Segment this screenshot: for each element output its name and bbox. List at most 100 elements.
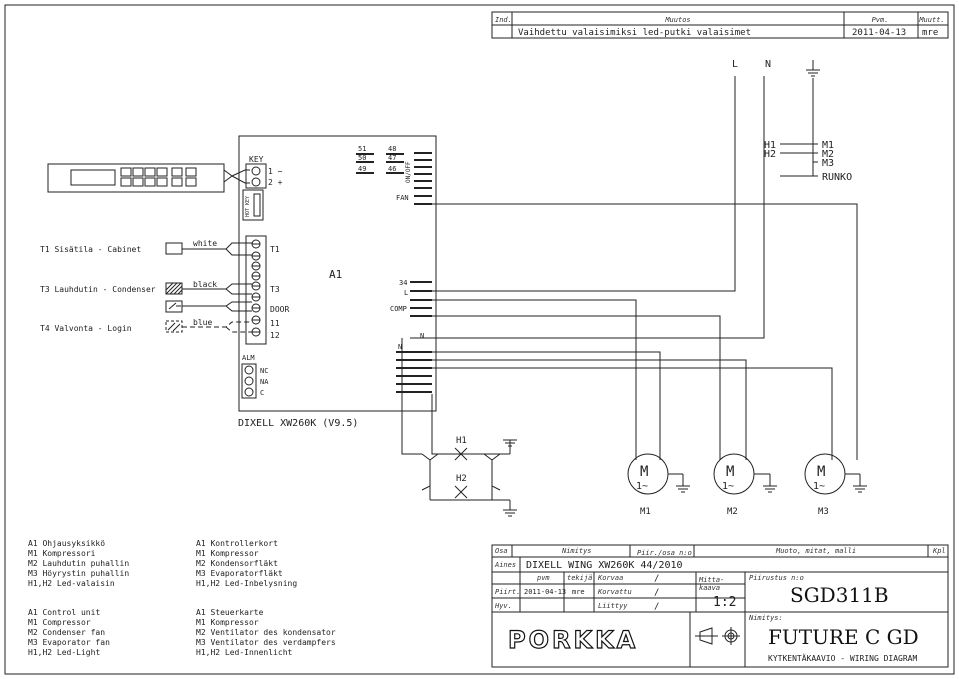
term-48: 48 [388, 145, 396, 153]
tb-subtitle: KYTKENTÄKAAVIO - WIRING DIAGRAM [768, 653, 917, 663]
light-h2-label: H2 [456, 474, 467, 484]
wire-blue-label: blue [193, 318, 212, 327]
probe-terminals [245, 235, 267, 345]
frame-m1: M1 [822, 140, 834, 151]
wire-t1 [182, 242, 252, 256]
frame-m2: M2 [822, 149, 834, 160]
legend-sv: A1 Kontrollerkort M1 Kompressor M2 Konde… [196, 539, 297, 588]
tb-korvattu: Korvattu [597, 588, 632, 596]
drawing-frame [4, 4, 955, 675]
wire-t3 [182, 283, 252, 295]
term-50: 50 [358, 154, 366, 162]
legend-line: M1 Kompressor [196, 618, 259, 627]
legend-en: A1 Control unit M1 Compressor M2 Condens… [28, 608, 110, 657]
tb-nimitys2: Nimitys: [748, 614, 783, 622]
alm-label: ALM [242, 354, 255, 362]
motor-m1 [627, 453, 690, 495]
motor-m3-symbol: M [817, 464, 825, 480]
term-34: 34 [399, 279, 407, 287]
tb-drawing-no: SGD311B [790, 583, 889, 607]
legend-line: A1 Steuerkarte [196, 608, 264, 617]
legend-line: M2 Condenser fan [28, 628, 105, 637]
motor-m3-label: M3 [818, 507, 829, 517]
light-h2-icon [454, 485, 468, 499]
key-terminal-2 [251, 177, 261, 187]
key-label: KEY [249, 155, 264, 164]
frame-m3: M3 [822, 158, 834, 169]
wire-m2-l [432, 315, 721, 460]
sensor-t4-label: T4 Valvonta - Login [40, 324, 132, 333]
legend-line: H1,H2 Led-Innenlicht [196, 648, 293, 657]
motor-m3-ac: 1~ [813, 481, 825, 492]
rev-date: 2011-04-13 [852, 28, 906, 38]
sensor-t4-icon [165, 320, 183, 333]
terminal-bars-mid [410, 281, 432, 317]
frame-h1: H1 [764, 140, 776, 151]
supply-n-label: N [765, 59, 771, 70]
tb-piir-osa: Piir./osa n:o [637, 549, 692, 557]
motor-m2-label: M2 [727, 507, 738, 517]
tb-hyv: Hyv. [494, 602, 512, 610]
key-terminal-1 [251, 166, 261, 176]
wire-white-label: white [193, 239, 217, 248]
tb-muoto: Muoto, mitat, malli [775, 547, 856, 555]
frame-h2: H2 [764, 149, 776, 160]
tb-aines: Aines [494, 561, 516, 569]
controller-box [238, 135, 437, 412]
frame-runko: RUNKO [822, 172, 852, 183]
term-n-right: N [420, 332, 424, 340]
tb-scale: 1:2 [713, 595, 736, 610]
light-h1-icon [454, 447, 468, 461]
motor-m1-ac: 1~ [636, 481, 648, 492]
rev-header-muutos: Muutos [664, 16, 690, 24]
tb-product: FUTURE C GD [768, 625, 919, 649]
term-t3: T3 [270, 285, 280, 294]
legend-fi: A1 Ohjausyksikkö M1 Kompressori M2 Lauhd… [28, 539, 129, 588]
tb-nimitys: Nimitys [561, 547, 592, 555]
legend-line: M3 Höyrystin puhallin [28, 569, 129, 578]
legend-line: H1,H2 Led-valaisin [28, 579, 115, 588]
porkka-logo: PORKKA [508, 626, 638, 654]
light-h1-label: H1 [456, 436, 467, 446]
wire-n [410, 76, 765, 339]
legend-line: H1,H2 Led-Light [28, 648, 100, 657]
tb-piirt-author: mre [572, 588, 585, 596]
tb-korvaa: Korvaa [597, 574, 623, 582]
rev-header-muutt: Muutt. [918, 16, 944, 24]
comp-label: COMP [390, 305, 407, 313]
wire-l [410, 76, 736, 292]
legend-line: M2 Kondensorfläkt [196, 559, 278, 568]
revision-block: Ind. Muutos Pvm. Muutt. Vaihdettu valais… [491, 11, 949, 39]
wire-lights [401, 338, 500, 455]
alm-nc: NC [260, 367, 268, 375]
terminal-bars-top [414, 152, 432, 205]
tb-mittakaava-2: kaava [699, 584, 720, 592]
term-l: L [404, 289, 408, 297]
supply-terminals: L N [732, 59, 820, 77]
legend-line: M1 Compressor [28, 618, 91, 627]
term-47: 47 [388, 154, 396, 162]
terminal-bars-n [396, 351, 432, 393]
alm-na: NA [260, 378, 269, 386]
sensor-t1-icon [165, 242, 183, 255]
tb-korvattu-slash: / [654, 588, 659, 598]
motor-m1-label: M1 [640, 507, 651, 517]
rev-author: mre [922, 28, 938, 38]
title-block [491, 544, 949, 668]
legend-line: H1,H2 Led-Inbelysning [196, 579, 297, 588]
wire-comp-m1 [432, 299, 637, 460]
tb-piirustus-no: Piirustus n:o [749, 574, 804, 582]
key-1-label: 1 − [268, 167, 283, 176]
wire-n-m1 [432, 351, 661, 460]
tb-osa: Osa [495, 547, 508, 555]
sensor-t1-label: T1 Sisätila - Cabinet [40, 245, 141, 254]
key-terminal-block [245, 163, 267, 189]
frame-earth-group: H1 H2 M1 M2 M3 RUNKO [764, 140, 852, 183]
controller-model: DIXELL XW260K (V9.5) [238, 418, 358, 429]
wire-t4 [182, 321, 252, 333]
supply-l-label: L [732, 59, 738, 70]
rev-text: Vaihdettu valaisimiksi led-putki valaisi… [518, 28, 751, 38]
motor-m3 [804, 453, 867, 495]
legend-line: M1 Kompressori [28, 549, 96, 558]
wire-n-m2 [432, 359, 747, 460]
